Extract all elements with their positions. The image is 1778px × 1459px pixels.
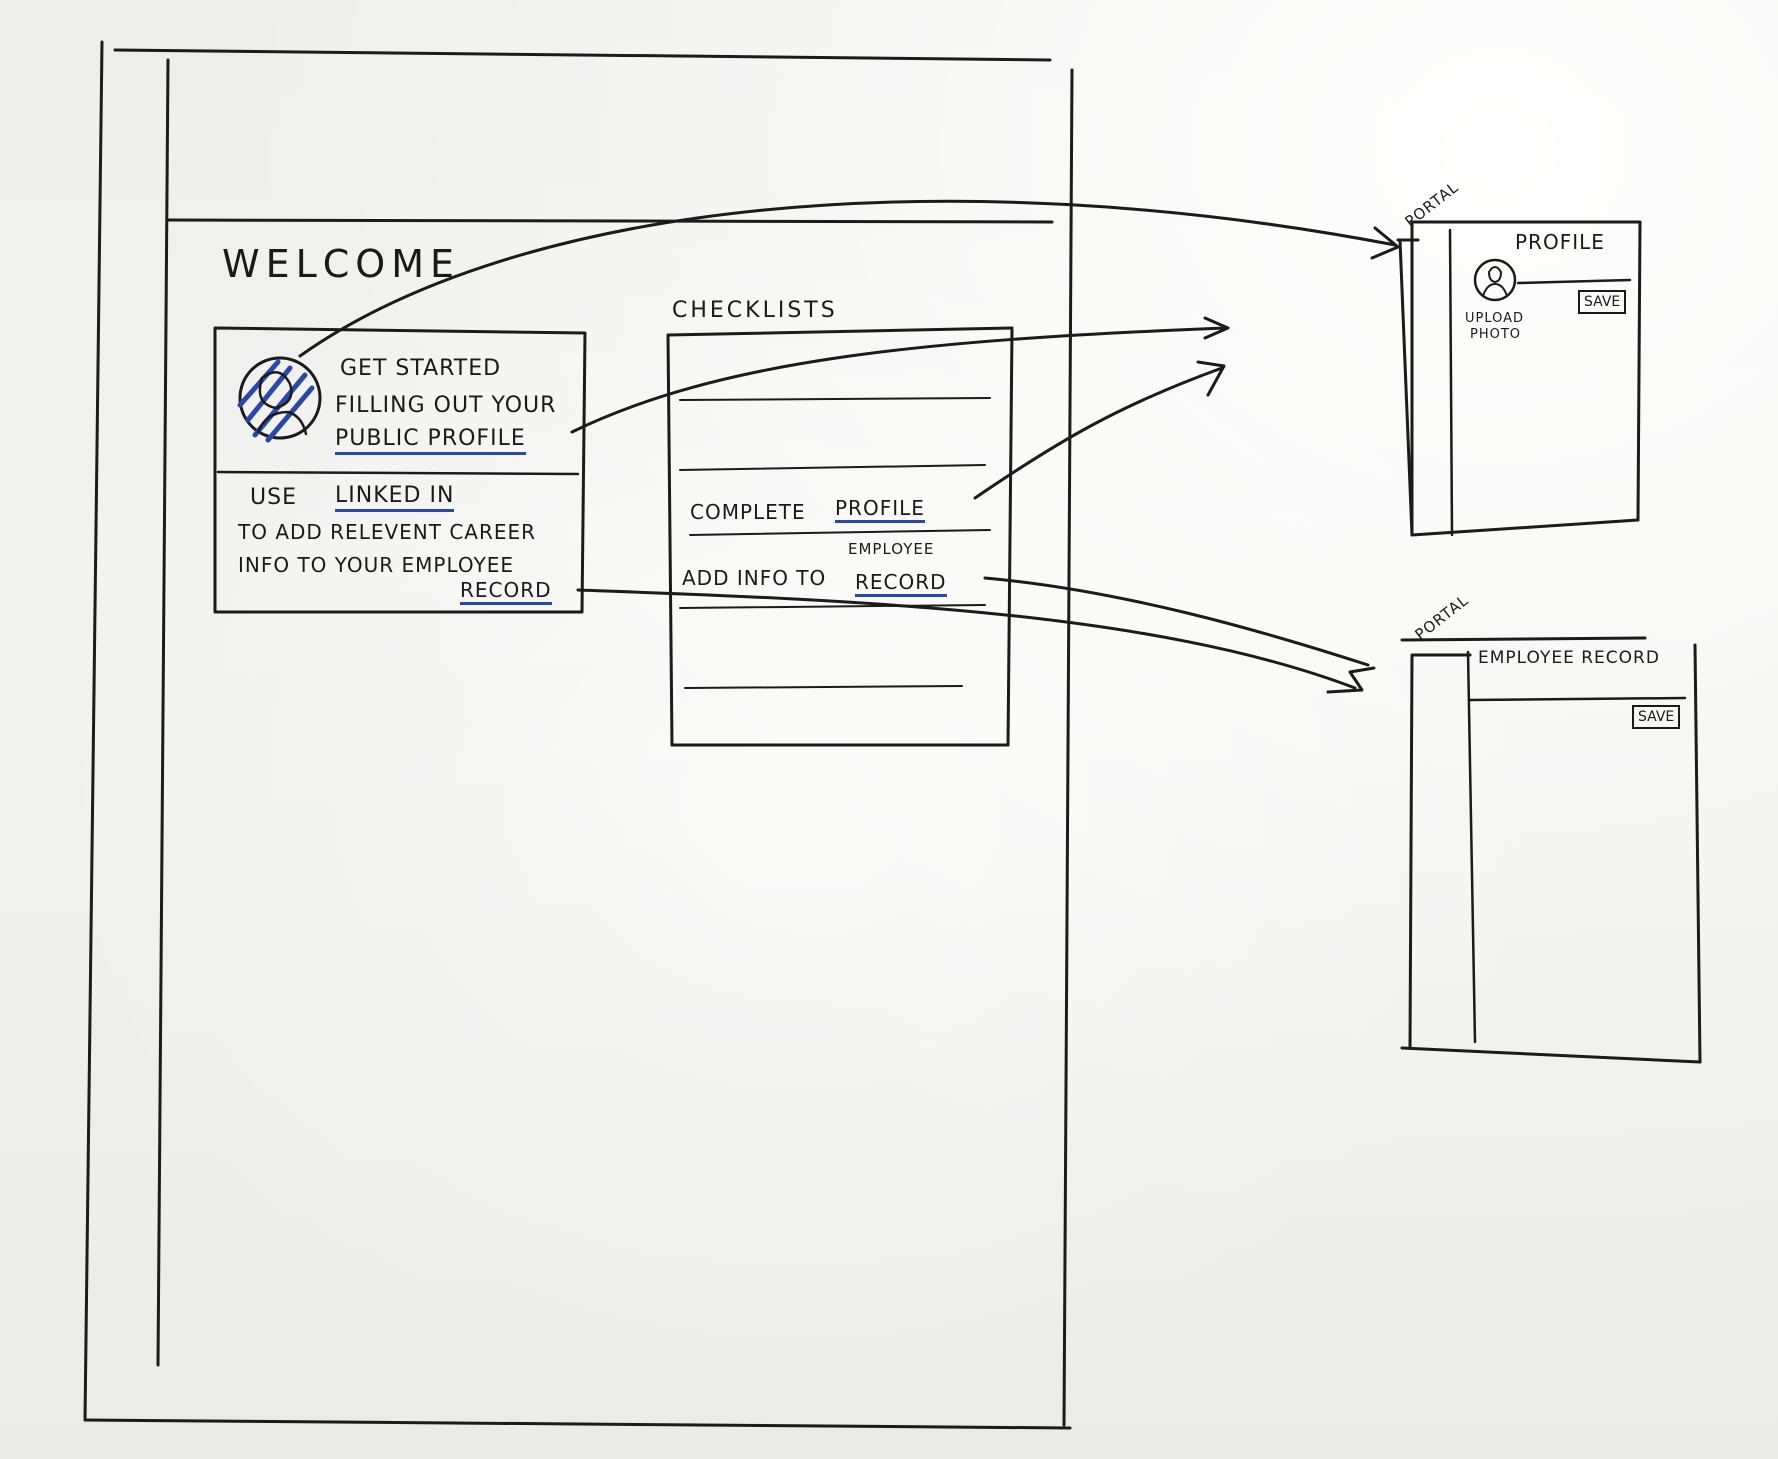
checklist-row-line bbox=[689, 529, 991, 536]
card-line-get-started: GET STARTED bbox=[340, 356, 502, 381]
arrowhead bbox=[1196, 360, 1226, 397]
checklist-profile-link[interactable]: PROFILE bbox=[835, 498, 925, 523]
record-screen-header-line bbox=[1468, 696, 1687, 702]
checklist-left-line bbox=[666, 333, 674, 747]
profile-screen-bottom bbox=[1398, 238, 1640, 537]
record-screen-bottom bbox=[1400, 1046, 1702, 1064]
upload-photo-label-1[interactable]: UPLOAD bbox=[1465, 311, 1525, 326]
avatar-circle bbox=[238, 356, 322, 440]
checklist-item-complete: COMPLETE bbox=[690, 500, 806, 524]
profile-screen-frame bbox=[1396, 220, 1642, 537]
checklist-item-employee: EMPLOYEE bbox=[848, 540, 935, 558]
frame-bottom-line bbox=[83, 1418, 1072, 1430]
record-screen-right bbox=[1693, 643, 1702, 1064]
frame-left-line bbox=[83, 40, 104, 1422]
arrow-avatar-to-profile bbox=[298, 199, 1397, 358]
welcome-card-frame bbox=[213, 326, 587, 614]
card-line-use: USE bbox=[250, 485, 297, 510]
checklist-record-link[interactable]: RECORD bbox=[855, 572, 947, 597]
avatar-hatch bbox=[237, 359, 315, 443]
arrowhead bbox=[1370, 226, 1400, 260]
linkedin-link[interactable]: LINKED IN bbox=[335, 485, 455, 512]
profile-save-button[interactable]: SAVE bbox=[1578, 290, 1627, 314]
frame-top-line bbox=[113, 48, 1052, 62]
card-line-filling-out: FILLING OUT YOUR bbox=[335, 393, 557, 418]
upload-photo-figure bbox=[1482, 266, 1508, 297]
header-line bbox=[166, 218, 1054, 224]
profile-screen-sidebar bbox=[1448, 228, 1454, 537]
welcome-heading: WELCOME bbox=[222, 242, 460, 286]
arrow-record-checklist bbox=[983, 576, 1370, 667]
upload-photo-label-2[interactable]: PHOTO bbox=[1470, 327, 1522, 342]
record-screen-title: EMPLOYEE RECORD bbox=[1478, 648, 1660, 668]
checklist-row-line bbox=[684, 685, 963, 689]
card-line-relevent: TO ADD RELEVENT CAREER bbox=[238, 520, 537, 544]
arrow-record-card bbox=[576, 588, 1357, 690]
arrowhead bbox=[1326, 666, 1376, 694]
checklist-right-line bbox=[1006, 328, 1014, 747]
record-screen-left bbox=[1408, 653, 1472, 1050]
card-line-info: INFO TO YOUR EMPLOYEE bbox=[238, 553, 515, 577]
sidebar-divider bbox=[156, 58, 170, 1367]
arrowhead bbox=[1203, 316, 1230, 340]
checklist-row-line bbox=[679, 397, 991, 401]
public-profile-link[interactable]: PUBLIC PROFILE bbox=[335, 428, 526, 455]
record-save-button[interactable]: SAVE bbox=[1632, 705, 1681, 729]
profile-screen-header-line bbox=[1516, 278, 1632, 285]
checklist-row-line bbox=[679, 464, 986, 471]
upload-photo-icon bbox=[1473, 258, 1517, 302]
checklist-row-line bbox=[679, 604, 986, 609]
frame-right-line bbox=[1062, 68, 1074, 1427]
checklists-title: CHECKLISTS bbox=[672, 298, 838, 323]
avatar-figure bbox=[256, 371, 308, 436]
arrow-public-profile bbox=[570, 326, 1227, 434]
employee-record-link[interactable]: RECORD bbox=[460, 580, 552, 605]
arrow-complete-profile bbox=[973, 366, 1224, 500]
checklist-item-add-info: ADD INFO TO bbox=[682, 566, 827, 590]
record-screen-top bbox=[1400, 636, 1647, 642]
profile-screen-title: PROFILE bbox=[1515, 230, 1605, 254]
record-screen-sidebar bbox=[1466, 650, 1477, 1044]
checklist-top-line bbox=[666, 326, 1014, 337]
welcome-card-divider bbox=[216, 470, 580, 476]
